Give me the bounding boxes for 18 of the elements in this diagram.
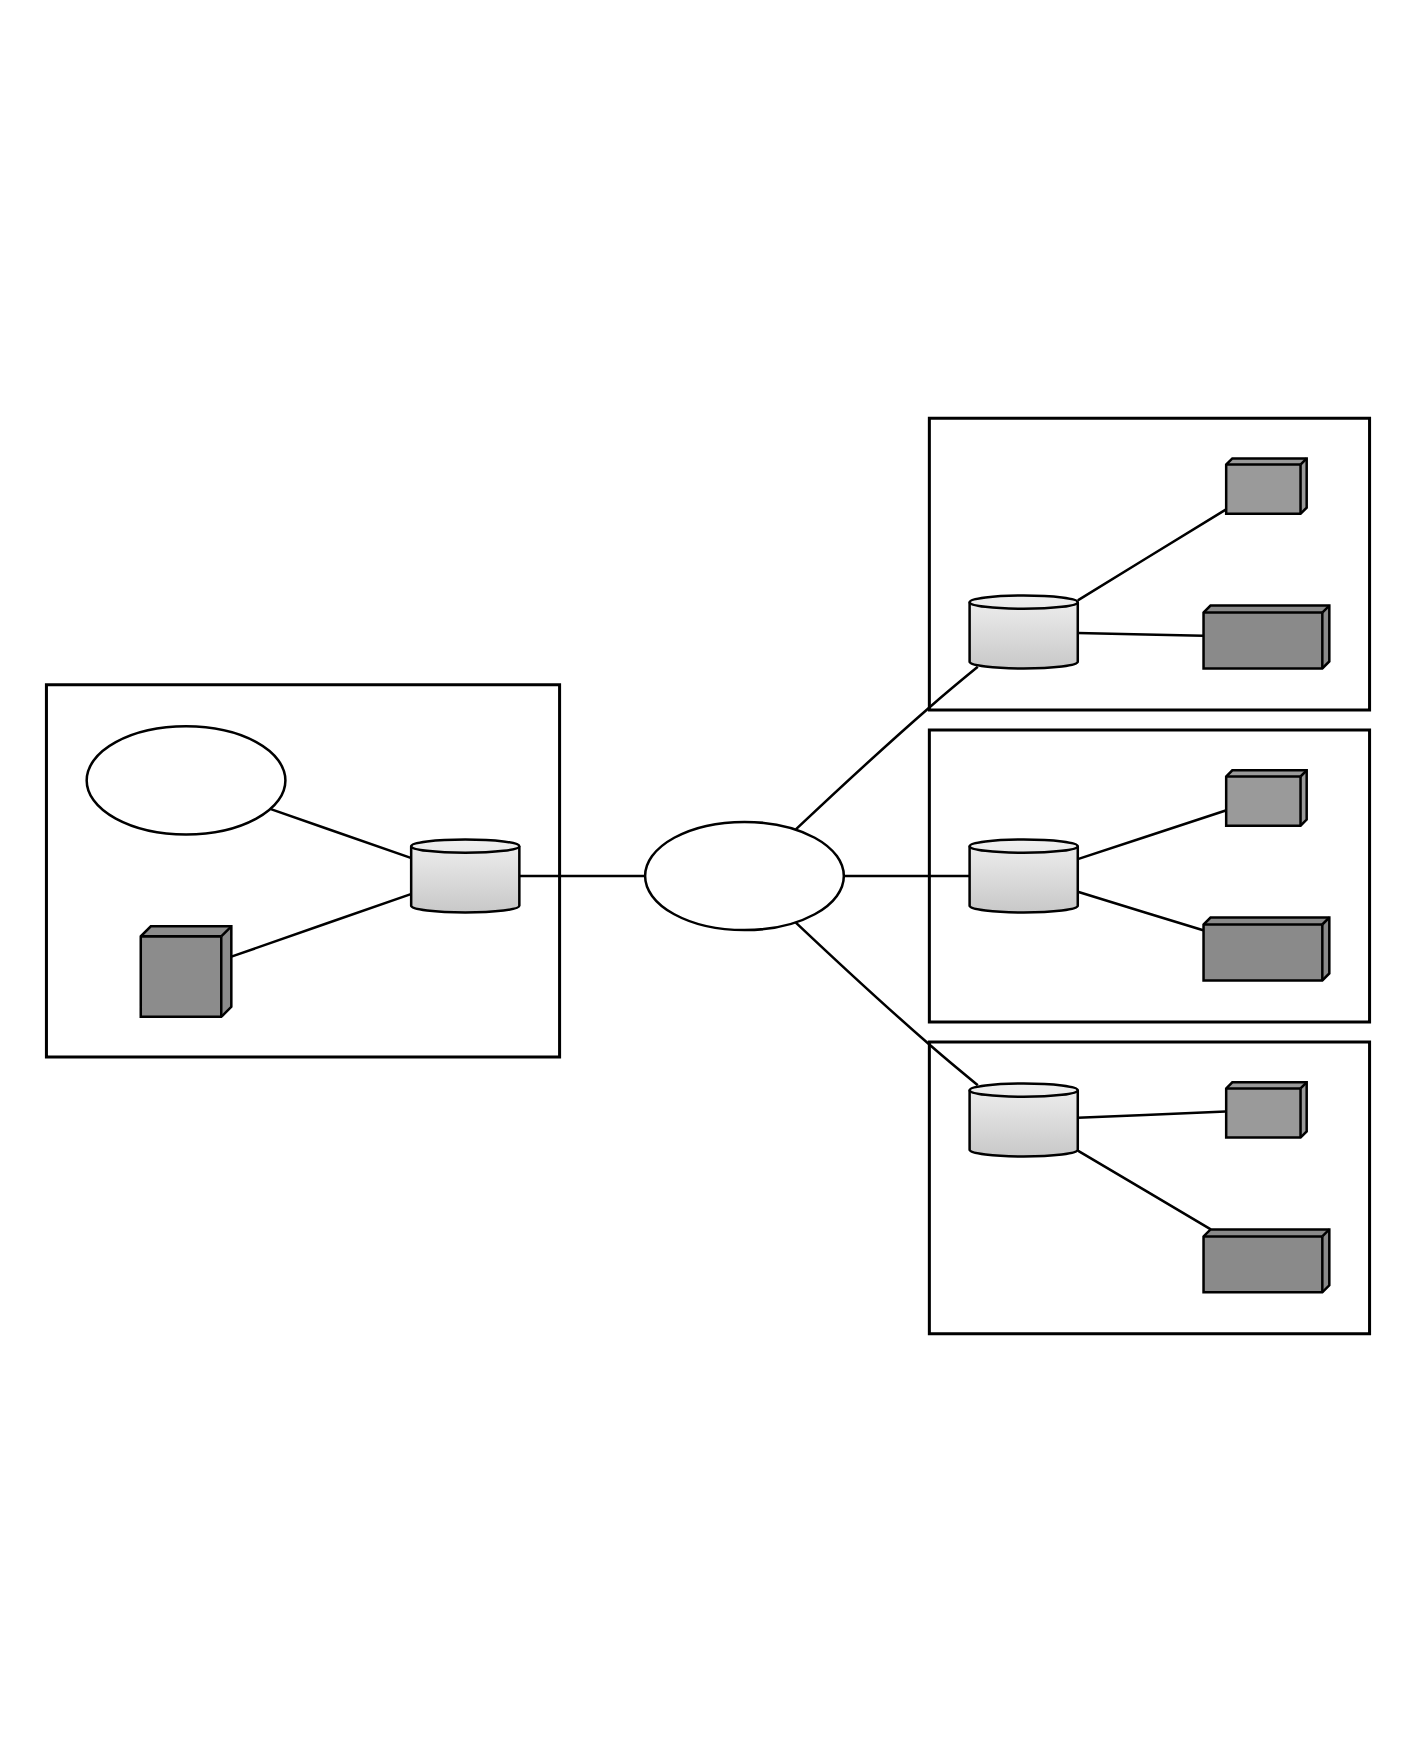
connector bbox=[1077, 631, 1204, 637]
connector bbox=[1077, 890, 1204, 932]
connector bbox=[1077, 508, 1227, 602]
connector bbox=[844, 874, 970, 878]
connector bbox=[794, 665, 979, 831]
cluster bbox=[927, 1040, 1372, 1336]
connector bbox=[1077, 809, 1227, 861]
connector bbox=[1077, 1110, 1226, 1120]
connector bbox=[270, 807, 412, 860]
connector bbox=[231, 892, 412, 958]
connector bbox=[1077, 1149, 1212, 1231]
connector bbox=[519, 874, 646, 878]
node-cloud bbox=[85, 725, 287, 836]
connector bbox=[794, 921, 979, 1087]
cluster bbox=[927, 416, 1372, 712]
cluster bbox=[44, 683, 562, 1059]
node-cloud bbox=[643, 820, 846, 932]
cluster bbox=[927, 728, 1372, 1024]
